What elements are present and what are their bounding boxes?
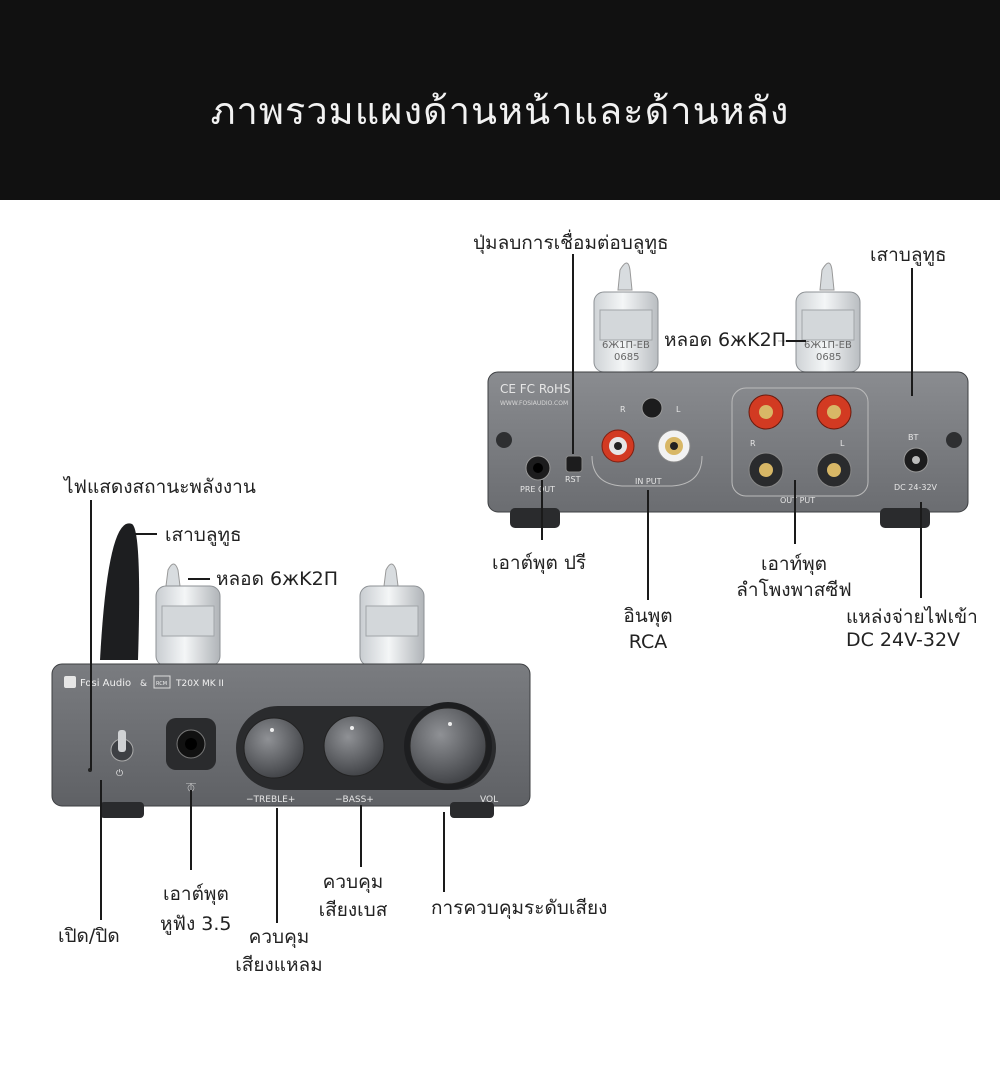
label-bass-line2: เสียงเบส [318, 899, 388, 921]
label-treble-line2: เสียงแหลม [235, 954, 323, 976]
leader-front-tube [188, 578, 210, 580]
svg-text:−TREBLE+: −TREBLE+ [246, 795, 295, 805]
model-print: T20X MK II [175, 679, 224, 689]
leader-treble [276, 808, 278, 923]
bass-knob: −BASS+ [323, 715, 385, 805]
svg-text:R: R [750, 439, 756, 448]
rear-rst-button: RST [565, 455, 583, 484]
leader-power-switch [100, 780, 102, 920]
leader-volume [443, 812, 445, 892]
svg-text:⏻: ⏻ [116, 768, 123, 779]
leader-bass [360, 805, 362, 867]
leader-dc-in [920, 502, 922, 598]
rear-speaker-outputs: R L OUT PUT [731, 387, 869, 505]
label-speaker-out-line2: ลำโพงพาสซีฟ [736, 579, 852, 601]
volume-knob: VOL [404, 702, 498, 805]
svg-text:DC 24-32V: DC 24-32V [894, 483, 938, 492]
rear-rca-inputs: IN PUT [591, 429, 703, 487]
headphone-jack: ⏁ [166, 718, 216, 795]
banner-title: ภาพรวมแผงด้านหน้าและด้านหลัง [210, 89, 790, 133]
label-headphone-line2: หูฟัง 3.5 [160, 913, 232, 935]
tube-marking: 6Ж1П-ЕВ [602, 340, 650, 351]
website-print: WWW.FOSIAUDIO.COM [500, 400, 568, 407]
label-dc-in-line1: แหล่งจ่ายไฟเข้า [846, 606, 978, 628]
svg-text:VOL: VOL [480, 795, 498, 805]
label-bass-line1: ควบคุม [322, 871, 384, 893]
label-bt-reset: ปุ่มลบการเชื่อมต่อบลูทูธ [473, 232, 669, 254]
svg-text:R: R [620, 405, 626, 414]
svg-text:0685: 0685 [816, 352, 841, 363]
svg-text:OUT PUT: OUT PUT [780, 496, 815, 505]
leader-rca-in [647, 490, 649, 600]
svg-text:6Ж1П-ЕВ: 6Ж1П-ЕВ [804, 340, 852, 351]
label-pre-out: เอาต์พุต ปรี [492, 552, 587, 574]
front-bt-antenna [100, 523, 140, 660]
label-dc-in-line2: DC 24V-32V [846, 629, 961, 651]
svg-text:⏁: ⏁ [186, 782, 196, 795]
treble-knob: −TREBLE+ [243, 717, 305, 805]
svg-text:−BASS+: −BASS+ [335, 795, 374, 805]
leader-power-led [90, 500, 92, 770]
svg-text:0685: 0685 [614, 352, 639, 363]
label-rca-in-line2: RCA [628, 631, 668, 653]
brand-print: Fosi Audio [80, 678, 131, 689]
label-headphone-line1: เอาต์พุต [163, 883, 229, 905]
rear-tube-right: 6Ж1П-ЕВ 0685 [795, 262, 861, 373]
svg-text:L: L [840, 439, 845, 448]
power-switch: ⏻ [110, 730, 134, 779]
front-tube-right [359, 563, 425, 667]
svg-text:PRE OUT: PRE OUT [520, 485, 555, 494]
label-volume: การควบคุมระดับเสียง [431, 897, 608, 919]
label-rear-bt-antenna: เสาบลูทูธ [870, 244, 947, 266]
label-rca-in-line1: อินพุต [623, 605, 673, 627]
leader-front-antenna [135, 533, 157, 535]
label-power-led: ไฟแสดงสถานะพลังงาน [64, 476, 256, 498]
leader-speaker-out [794, 480, 796, 544]
front-panel-image: Fosi Audio & RCM T20X MK II ⏻ ⏁ −TREBLE+… [51, 523, 531, 818]
rear-tube-left: 6Ж1П-ЕВ 0685 [593, 262, 659, 373]
label-power-switch: เปิด/ปิด [58, 925, 120, 947]
front-tube-left [155, 563, 221, 667]
svg-text:RCM: RCM [156, 681, 167, 687]
svg-text:BT: BT [908, 433, 918, 442]
cert-marks: CE FC RoHS [500, 382, 571, 396]
rear-pre-out-jack: PRE OUT [520, 455, 555, 494]
svg-text:&: & [140, 679, 147, 689]
svg-text:IN PUT: IN PUT [635, 477, 662, 486]
label-front-tube: หลอด 6жK2П [216, 568, 338, 590]
leader-bt-reset [572, 254, 574, 454]
label-rear-tube: หลอด 6жK2П [664, 325, 786, 355]
leader-bt-antenna [911, 268, 913, 396]
leader-tube-rear [778, 340, 806, 342]
leader-headphone [190, 790, 192, 870]
rear-panel-image: 6Ж1П-ЕВ 0685 6Ж1П-ЕВ 0685 CE FC RoHS WWW… [487, 262, 969, 528]
leader-pre-out [541, 480, 543, 540]
title-banner: ภาพรวมแผงด้านหน้าและด้านหลัง [0, 0, 1000, 200]
rear-dc-input: BT DC 24-32V [894, 433, 938, 492]
svg-text:L: L [676, 405, 681, 414]
label-speaker-out-line1: เอาท์พุต [761, 553, 827, 575]
label-front-bt-antenna: เสาบลูทูธ [165, 524, 242, 546]
label-treble-line1: ควบคุม [248, 926, 310, 948]
svg-text:RST: RST [565, 475, 581, 484]
